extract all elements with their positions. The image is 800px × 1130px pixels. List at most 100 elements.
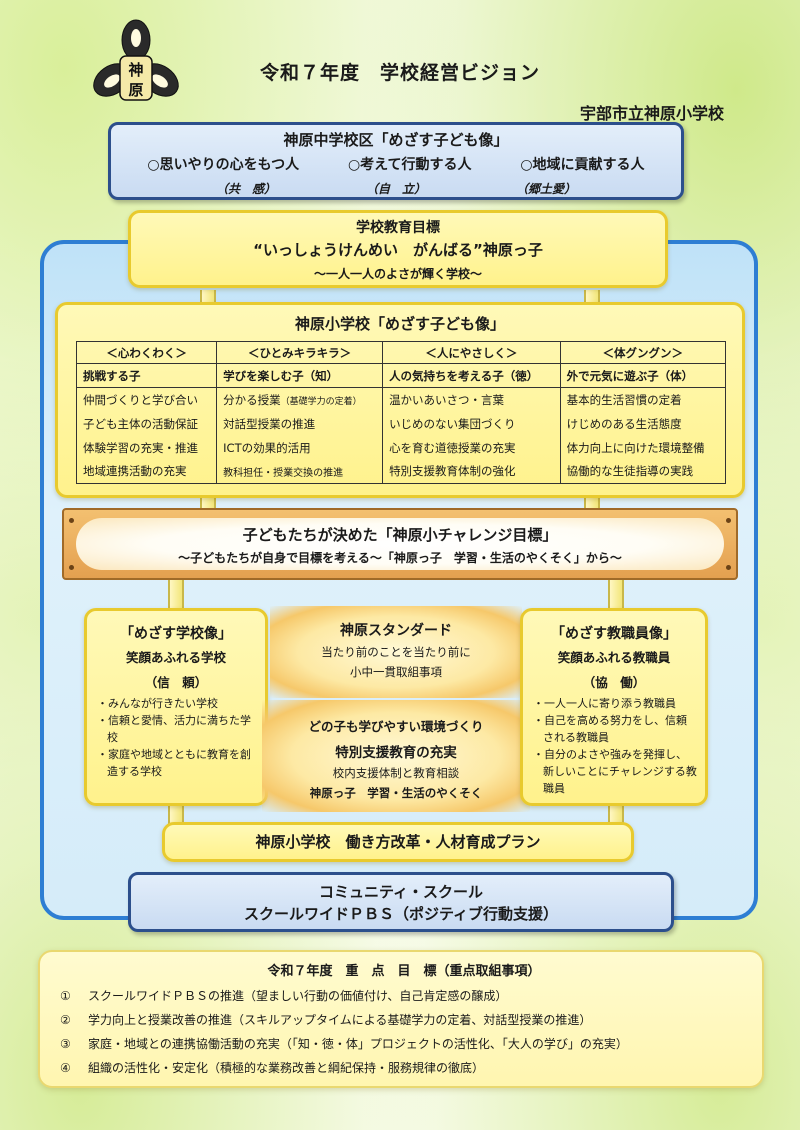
table-cell: 体験学習の充実・推進 bbox=[75, 435, 218, 460]
table-cell: 体力向上に向けた環境整備 bbox=[559, 435, 727, 460]
list-item: ・みんなが行きたい学校 bbox=[97, 697, 218, 710]
connector bbox=[584, 496, 600, 510]
table-cell: 分かる授業（基礎学力の定着） bbox=[216, 387, 384, 412]
community-line: コミュニティ・スクール bbox=[318, 883, 484, 901]
teacher-image-box: 「めざす教職員像」 笑顔あふれる教職員 （協 働） ・一人一人に寄り添う教職員 … bbox=[520, 608, 708, 806]
table-cell: 地域連携活動の充実 bbox=[75, 459, 218, 484]
challenge-sub: ～子どもたちが自身で目標を考える～「神原っ子 学習・生活のやくそく」から～ bbox=[178, 551, 622, 565]
nail bbox=[726, 565, 731, 570]
table-cell: 温かいあいさつ・言葉 bbox=[382, 387, 561, 412]
table-cell: 教科担任・授業交換の推進 bbox=[216, 459, 384, 484]
list-item: ・自己を高める努力をし、信頼される教職員 bbox=[533, 714, 687, 744]
connector bbox=[168, 804, 184, 824]
priorities-title: 令和７年度 重 点 目 標（重点取組事項） bbox=[267, 964, 541, 979]
nail bbox=[69, 518, 74, 523]
challenge-title: 子どもたちが決めた「神原小チャレンジ目標」 bbox=[242, 526, 558, 544]
school-goal-main: “いっしょうけんめい がんばる”神原っ子 bbox=[253, 241, 543, 259]
list-item: ・一人一人に寄り添う教職員 bbox=[533, 697, 676, 710]
table-cell: 対話型授業の推進 bbox=[216, 411, 384, 436]
head-cell: 学びを楽しむ子（知） bbox=[216, 363, 384, 388]
list-item: ・家庭や地域とともに教育を創造する学校 bbox=[97, 748, 251, 778]
challenge-banner: 子どもたちが決めた「神原小チャレンジ目標」 ～子どもたちが自身で目標を考える～「… bbox=[62, 508, 738, 580]
environment-line: どの子も学びやすい環境づくり bbox=[308, 719, 484, 734]
emblem-char-2: 原 bbox=[128, 81, 143, 99]
table-cell: 心を育む道徳授業の充実 bbox=[382, 435, 561, 460]
priorities-list: ① スクールワイドＰＢＳの推進（望ましい行動の価値付け、自己肯定感の醸成） ② 学力… bbox=[60, 984, 748, 1080]
chu-item: ○考えて行動する人 bbox=[347, 157, 472, 173]
school-emblem-icon: 神 原 bbox=[93, 19, 179, 101]
school-image-value: （信 頼） bbox=[144, 675, 208, 690]
list-item: ・信頼と愛情、活力に満ちた学校 bbox=[97, 714, 251, 744]
table-cell-main: 分かる授業 bbox=[223, 392, 281, 407]
kodomo-vision-title: 神原小学校「めざす子ども像」 bbox=[294, 315, 505, 333]
list-item: ③ 家庭・地域との連携協働活動の充実（「知・徳・体」プロジェクトの活性化、「大人の… bbox=[60, 1032, 748, 1056]
table-cell: 特別支援教育体制の強化 bbox=[382, 459, 561, 484]
list-item-number: ④ bbox=[60, 1061, 71, 1075]
table-cell-note: （基礎学力の定着） bbox=[280, 396, 362, 407]
chu-sub: （郷土愛） bbox=[515, 182, 576, 196]
teacher-image-value: （協 働） bbox=[582, 675, 646, 690]
page-title: 令和７年度 学校経営ビジョン bbox=[259, 62, 540, 84]
table-cell: 協働的な生徒指導の実践 bbox=[559, 459, 727, 484]
head-cell: 人の気持ちを考える子（徳） bbox=[382, 363, 561, 388]
environment-line: 校内支援体制と教育相談 bbox=[332, 766, 460, 780]
emblem-char-1: 神 bbox=[128, 61, 143, 79]
kodomo-vision-box: 神原小学校「めざす子ども像」 ＜心わくわく＞ ＜ひとみキラキラ＞ ＜人にやさしく… bbox=[55, 302, 745, 498]
nail bbox=[69, 565, 74, 570]
chu-item: ○思いやりの心をもつ人 bbox=[147, 157, 300, 173]
school-goal-sub: ～一人一人のよさが輝く学校～ bbox=[313, 267, 482, 281]
nail bbox=[726, 518, 731, 523]
standard-line: 当たり前のことを当たり前に bbox=[321, 645, 471, 659]
list-item-text: スクールワイドＰＢＳの推進（望ましい行動の価値付け、自己肯定感の醸成） bbox=[88, 989, 508, 1003]
table-cell: 仲間づくりと学び合い bbox=[75, 387, 218, 412]
list-item-text: 学力向上と授業改善の推進（スキルアップタイムによる基礎学力の定着、対話型授業の推… bbox=[88, 1013, 592, 1027]
school-image-title: 「めざす学校像」 bbox=[120, 626, 232, 642]
list-item-number: ② bbox=[60, 1013, 71, 1027]
connector bbox=[608, 804, 624, 824]
list-item-number: ① bbox=[60, 989, 71, 1003]
list-item: ② 学力向上と授業改善の推進（スキルアップタイムによる基礎学力の定着、対話型授業の… bbox=[60, 1008, 748, 1032]
priorities-box: 令和７年度 重 点 目 標（重点取組事項） ① スクールワイドＰＢＳの推進（望まし… bbox=[38, 950, 764, 1088]
environment-line: 神原っ子 学習・生活のやくそく bbox=[309, 786, 483, 800]
standard-line: 小中一貫取組事項 bbox=[350, 665, 442, 679]
school-name: 宇部市立神原小学校 bbox=[579, 104, 724, 123]
connector bbox=[200, 496, 216, 510]
table-cell: 基本的生活習慣の定着 bbox=[559, 387, 727, 412]
plan-box: 神原小学校 働き方改革・人材育成プラン bbox=[162, 822, 634, 862]
list-item-number: ③ bbox=[60, 1037, 71, 1051]
head-cell: 外で元気に遊ぶ子（体） bbox=[559, 363, 727, 388]
head-cell: 挑戦する子 bbox=[75, 363, 218, 388]
school-goal-title: 学校教育目標 bbox=[356, 220, 440, 236]
table-cell: 子ども主体の活動保証 bbox=[75, 411, 218, 436]
category-cell: ＜ひとみキラキラ＞ bbox=[216, 341, 384, 364]
category-cell: ＜心わくわく＞ bbox=[75, 341, 218, 364]
challenge-banner-inner: 子どもたちが決めた「神原小チャレンジ目標」 ～子どもたちが自身で目標を考える～「… bbox=[76, 518, 724, 570]
table-cell: ICTの効果的活用 bbox=[216, 435, 384, 460]
environment-line: 特別支援教育の充実 bbox=[335, 745, 457, 761]
school-image-sub: 笑顔あふれる学校 bbox=[125, 650, 226, 665]
standard-title: 神原スタンダード bbox=[340, 623, 452, 639]
chu-vision-title: 神原中学校区「めざす子ども像」 bbox=[283, 131, 509, 149]
chu-vision-box: 神原中学校区「めざす子ども像」 ○思いやりの心をもつ人 ○考えて行動する人 ○地… bbox=[108, 122, 684, 200]
teacher-image-title: 「めざす教職員像」 bbox=[551, 626, 677, 642]
teacher-image-sub: 笑顔あふれる教職員 bbox=[557, 650, 671, 665]
list-item: ① スクールワイドＰＢＳの推進（望ましい行動の価値付け、自己肯定感の醸成） bbox=[60, 984, 748, 1008]
connector bbox=[168, 580, 184, 610]
community-school-box: コミュニティ・スクール スクールワイドＰＢＳ（ポジティブ行動支援） bbox=[128, 872, 674, 932]
school-image-box: 「めざす学校像」 笑顔あふれる学校 （信 頼） ・みんなが行きたい学校 ・信頼と… bbox=[84, 608, 268, 806]
school-goal-box: 学校教育目標 “いっしょうけんめい がんばる”神原っ子 ～一人一人のよさが輝く学… bbox=[128, 210, 668, 288]
kodomo-vision-table: ＜心わくわく＞ ＜ひとみキラキラ＞ ＜人にやさしく＞ ＜体グングン＞ 挑戦する子… bbox=[75, 341, 727, 484]
list-item: ・自分のよさや強みを発揮し、新しいことにチャレンジする教職員 bbox=[533, 748, 697, 795]
table-cell: けじめのある生活態度 bbox=[559, 411, 727, 436]
chu-item: ○地域に貢献する人 bbox=[520, 157, 645, 173]
chu-sub: （自 立） bbox=[365, 182, 426, 196]
category-cell: ＜人にやさしく＞ bbox=[382, 341, 561, 364]
chu-sub: （共 感） bbox=[215, 182, 276, 196]
list-item-text: 家庭・地域との連携協働活動の充実（「知・徳・体」プロジェクトの活性化、「大人の学… bbox=[88, 1037, 628, 1051]
connector bbox=[608, 580, 624, 610]
table-cell: いじめのない集団づくり bbox=[382, 411, 561, 436]
community-line: スクールワイドＰＢＳ（ポジティブ行動支援） bbox=[243, 905, 559, 923]
environment-oval: どの子も学びやすい環境づくり 特別支援教育の充実 校内支援体制と教育相談 神原っ… bbox=[262, 700, 530, 812]
standard-oval: 神原スタンダード 当たり前のことを当たり前に 小中一貫取組事項 bbox=[270, 606, 522, 698]
